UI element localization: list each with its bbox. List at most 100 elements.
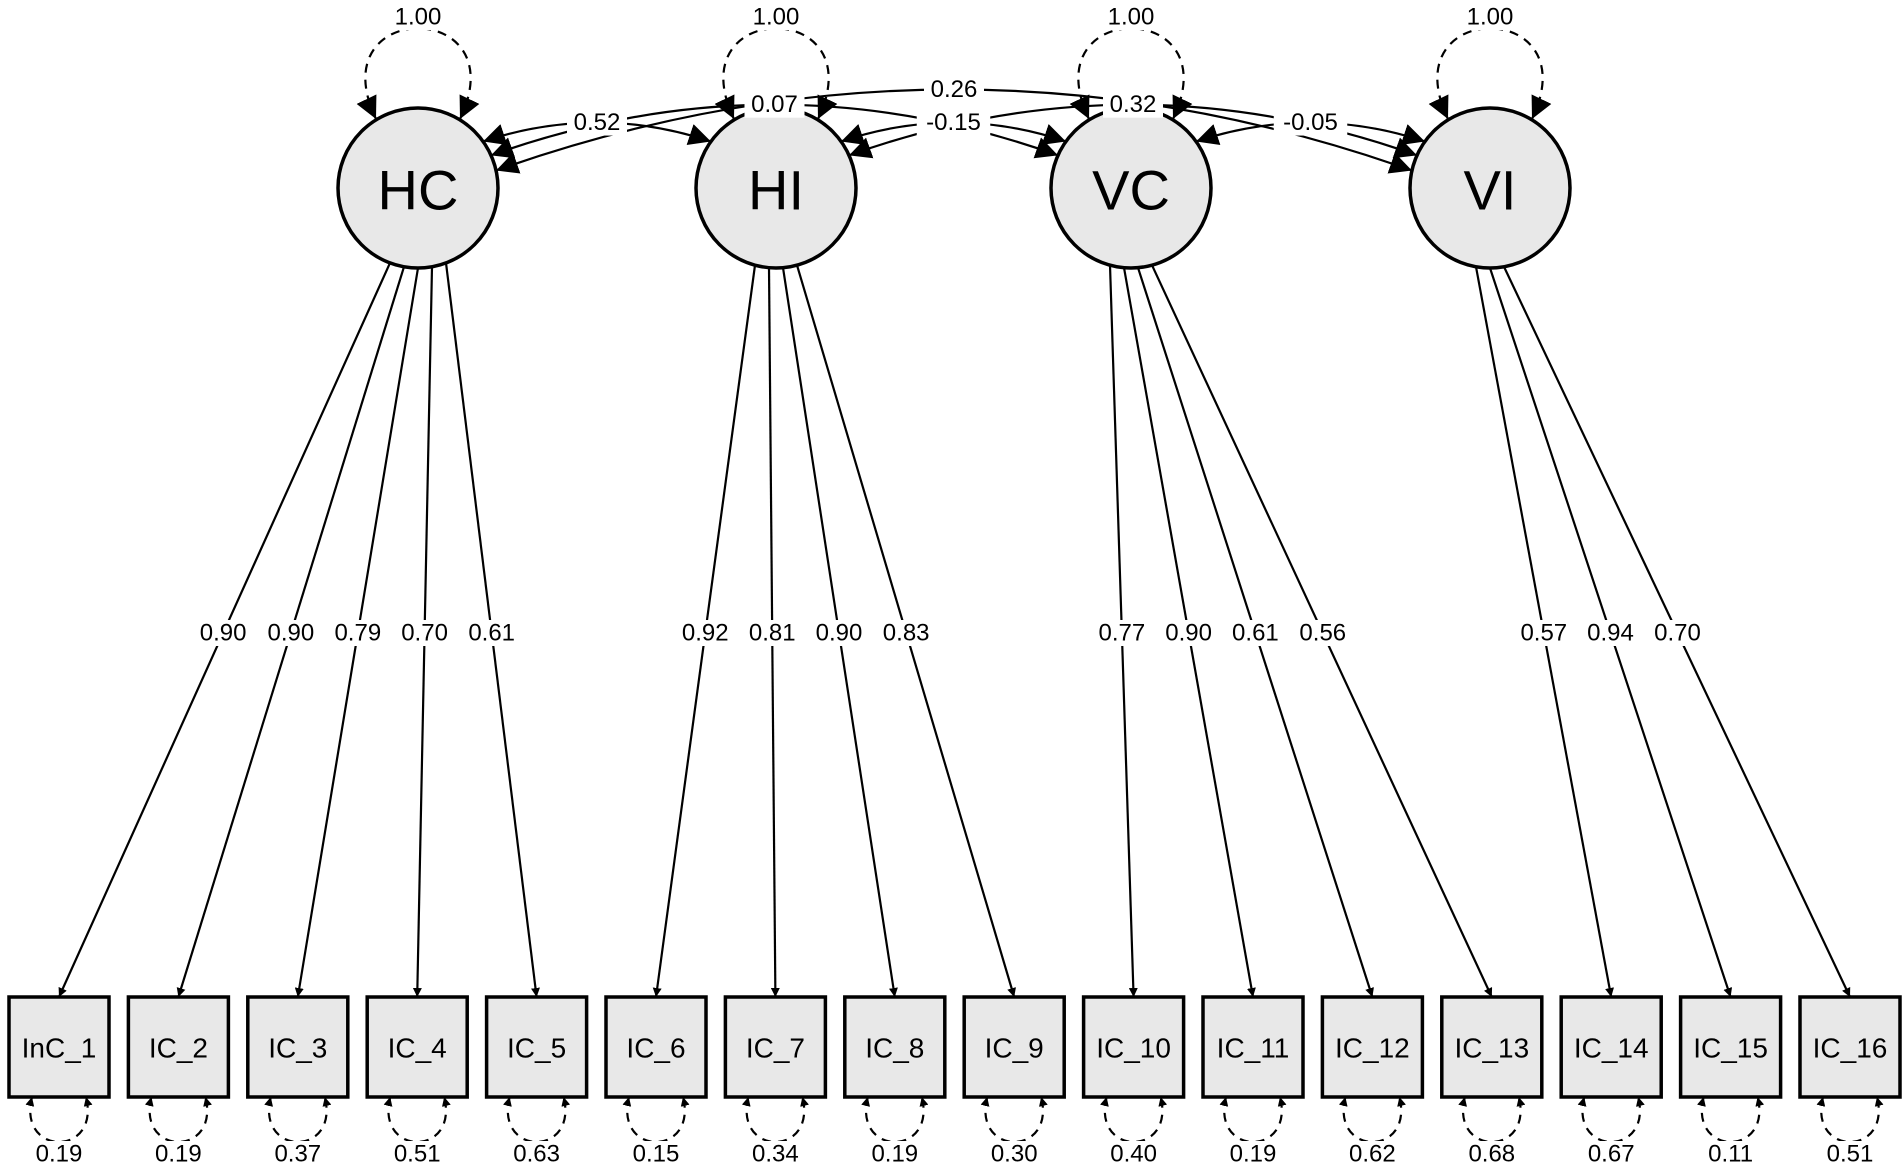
observed-node-ic-2: IC_2 <box>126 995 231 1099</box>
covariance-label-hc-vc: 0.07 <box>744 91 805 118</box>
residual-label-ic-5-text: 0.63 <box>513 1141 560 1168</box>
loading-label-ic-14-text: 0.57 <box>1520 620 1567 647</box>
residual-label-ic-12-bg <box>1342 1141 1403 1167</box>
latent-node-vc: VC <box>1049 106 1213 270</box>
loading-label-ic-4: 0.70 <box>394 620 455 647</box>
residual-label-ic-9-bg <box>984 1141 1045 1167</box>
residual-loop-ic-13 <box>1458 1096 1526 1143</box>
observed-label-ic-10: IC_10 <box>1096 1033 1171 1064</box>
variance-label-hi: 1.00 <box>746 4 806 31</box>
observed-label-ic-2: IC_2 <box>149 1033 208 1064</box>
loading-label-ic-2-bg <box>260 620 321 646</box>
residual-label-ic-6-bg <box>626 1141 686 1167</box>
variance-label-vc-text: 1.00 <box>1108 4 1155 31</box>
residual-label-ic-7: 0.34 <box>745 1141 806 1168</box>
observed-node-ic-15: IC_15 <box>1678 995 1783 1099</box>
residual-label-ic-14: 0.67 <box>1581 1141 1642 1168</box>
residual-label-ic-13-bg <box>1461 1141 1522 1167</box>
residual-label-ic-15-text: 0.11 <box>1708 1141 1753 1168</box>
observed-node-ic-9: IC_9 <box>962 995 1066 1099</box>
variance-label-hc-bg <box>388 4 448 30</box>
residual-label-inc-1-bg <box>29 1141 89 1167</box>
variance-label-vc: 1.00 <box>1101 4 1161 31</box>
covariance-label-hc-hi-text: 0.52 <box>574 109 621 136</box>
observed-node-ic-13: IC_13 <box>1440 995 1544 1099</box>
residual-label-ic-7-bg <box>745 1141 806 1167</box>
residual-label-ic-10: 0.40 <box>1103 1141 1164 1168</box>
residual-label-ic-3: 0.37 <box>267 1141 328 1168</box>
covariance-label-hi-vc-text: -0.15 <box>926 109 981 136</box>
loading-label-ic-9-bg <box>876 620 937 646</box>
variance-label-hi-text: 1.00 <box>753 4 800 31</box>
loading-label-ic-15-text: 0.94 <box>1587 620 1634 647</box>
residual-loop-ic-11 <box>1219 1096 1287 1143</box>
residual-loop-ic-12 <box>1338 1096 1406 1143</box>
observed-box-ic-16 <box>1798 995 1902 1099</box>
observed-label-ic-5: IC_5 <box>507 1033 566 1064</box>
variance-label-hc: 1.00 <box>388 4 448 31</box>
observed-box-inc-1 <box>7 995 111 1099</box>
covariance-label-vc-vi-bg <box>1273 109 1348 136</box>
observed-node-inc-1: InC_1 <box>7 995 111 1099</box>
loading-label-ic-11-text: 0.90 <box>1165 620 1212 647</box>
latent-label-hc: HC <box>378 159 459 222</box>
loading-label-ic-5-text: 0.61 <box>468 620 515 647</box>
loading-label-ic-3-bg <box>327 620 388 646</box>
loading-label-ic-3: 0.79 <box>327 620 388 647</box>
loading-label-ic-11: 0.90 <box>1158 620 1219 647</box>
residual-label-ic-3-bg <box>267 1141 328 1167</box>
residual-label-ic-15-bg <box>1700 1141 1761 1167</box>
loading-label-ic-9-text: 0.83 <box>883 620 930 647</box>
residual-loop-ic-3 <box>264 1096 332 1143</box>
residual-label-inc-1: 0.19 <box>29 1141 89 1168</box>
residual-loop-ic-5 <box>503 1096 571 1143</box>
latent-circle-hc <box>336 106 500 270</box>
residual-label-ic-13: 0.68 <box>1461 1141 1522 1168</box>
loading-label-ic-5: 0.61 <box>461 620 522 647</box>
observed-label-ic-15: IC_15 <box>1693 1033 1768 1064</box>
latent-node-hi: HI <box>694 106 858 270</box>
residual-label-ic-4-text: 0.51 <box>394 1141 441 1168</box>
observed-node-ic-3: IC_3 <box>246 995 350 1099</box>
observed-box-ic-5 <box>484 995 589 1099</box>
variance-label-vi-text: 1.00 <box>1467 4 1514 31</box>
residual-label-ic-15: 0.11 <box>1700 1141 1761 1168</box>
loading-label-ic-13-bg <box>1292 620 1353 646</box>
variance-loop-vi <box>1428 27 1552 120</box>
residual-label-ic-2-text: 0.19 <box>155 1141 202 1168</box>
observed-label-ic-7: IC_7 <box>746 1033 805 1064</box>
residual-label-ic-4-bg <box>387 1141 448 1167</box>
residual-loop-ic-16 <box>1816 1096 1884 1143</box>
residual-label-ic-2-bg <box>148 1141 209 1167</box>
covariance-label-hc-hi-bg <box>567 109 627 136</box>
latent-node-vi: VI <box>1408 106 1572 270</box>
loading-label-ic-6-text: 0.92 <box>682 620 729 647</box>
residual-label-ic-3-text: 0.37 <box>274 1141 321 1168</box>
loading-label-inc-1-text: 0.90 <box>200 620 247 647</box>
observed-label-ic-12: IC_12 <box>1335 1033 1410 1064</box>
observed-node-ic-10: IC_10 <box>1081 995 1186 1099</box>
residual-label-inc-1-text: 0.19 <box>36 1141 83 1168</box>
covariance-label-hi-vi: 0.32 <box>1103 91 1163 118</box>
loading-label-ic-13-text: 0.56 <box>1299 620 1346 647</box>
observed-node-ic-16: IC_16 <box>1798 995 1902 1099</box>
observed-node-ic-12: IC_12 <box>1320 995 1425 1099</box>
covariance-label-hc-vc-bg <box>744 91 805 118</box>
observed-box-ic-9 <box>962 995 1066 1099</box>
loading-label-ic-10-text: 0.77 <box>1099 620 1146 647</box>
observed-label-ic-13: IC_13 <box>1454 1033 1529 1064</box>
covariance-label-hc-hi: 0.52 <box>567 109 627 136</box>
loading-label-ic-4-text: 0.70 <box>401 620 448 647</box>
residual-label-ic-10-bg <box>1103 1141 1164 1167</box>
residual-label-ic-10-text: 0.40 <box>1110 1141 1157 1168</box>
variance-label-vc-bg <box>1101 4 1161 30</box>
loading-label-ic-15: 0.94 <box>1580 620 1641 647</box>
edges-layer <box>25 27 1884 1143</box>
observed-node-ic-14: IC_14 <box>1559 995 1663 1099</box>
loading-label-ic-8: 0.90 <box>809 620 870 647</box>
observed-box-ic-11 <box>1201 995 1305 1099</box>
observed-label-ic-3: IC_3 <box>268 1033 327 1064</box>
loading-label-inc-1-bg <box>193 620 254 646</box>
covariance-label-hi-vi-text: 0.32 <box>1110 91 1157 118</box>
loading-label-ic-14-bg <box>1513 620 1574 646</box>
